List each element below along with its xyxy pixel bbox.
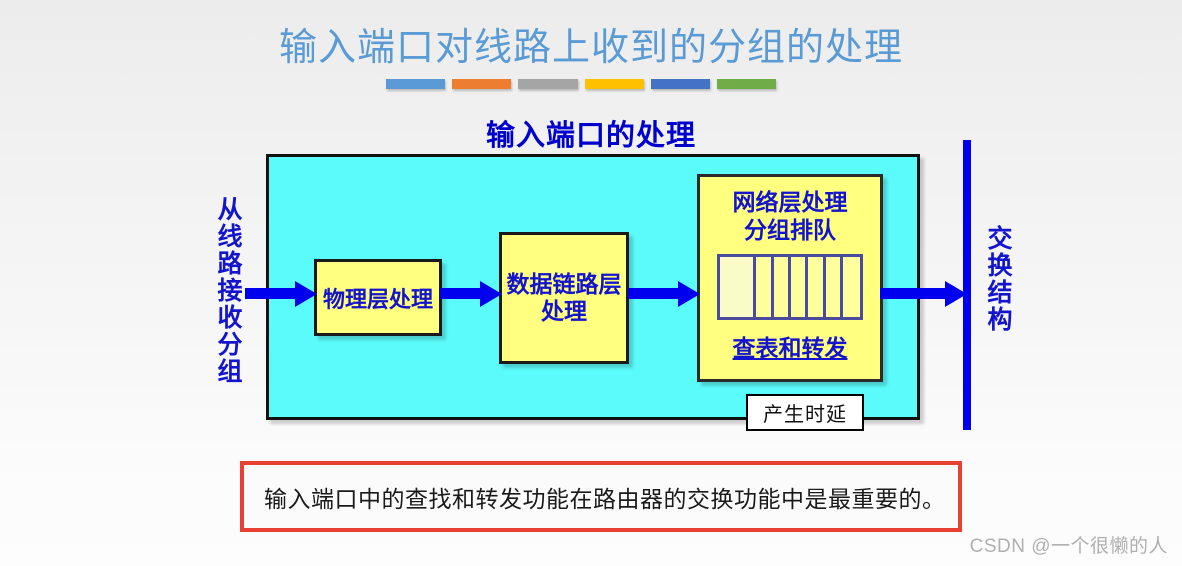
box-data-link-layer-label-line2: 处理 [541, 298, 587, 324]
vlabel-char: 接 [217, 277, 243, 305]
arrow-shaft [880, 288, 945, 299]
queue-cell [842, 257, 860, 318]
summary-text: 输入端口中的查找和转发功能在路由器的交换功能中是最重要的。 [264, 486, 946, 512]
accent-bar-blue-dark [650, 79, 710, 89]
box-physical-layer-label: 物理层处理 [322, 286, 433, 312]
switch-fabric-bar [963, 140, 971, 430]
arrow-line-to-physical [245, 280, 317, 307]
vlabel-char: 路 [217, 250, 243, 278]
summary-box: 输入端口中的查找和转发功能在路由器的交换功能中是最重要的。 [240, 461, 962, 532]
vlabel-char: 从 [217, 196, 243, 224]
accent-bar-gray [518, 79, 578, 89]
page-title: 输入端口对线路上收到的分组的处理 [278, 27, 903, 69]
box-data-link-layer-label-line1: 数据链路层 [506, 270, 622, 297]
diagram-heading: 输入端口的处理 [485, 120, 696, 152]
vlabel-char: 收 [217, 304, 243, 332]
box-network-layer-label-line2: 分组排队 [744, 216, 836, 243]
arrow-network-to-fabric [880, 280, 967, 307]
vlabel-char: 构 [987, 306, 1013, 334]
arrow-shaft [628, 288, 678, 299]
arrow-physical-to-datalink [440, 280, 502, 307]
accent-bar-orange [452, 79, 512, 89]
arrow-head-icon [295, 280, 317, 307]
queue-cell [808, 257, 826, 318]
title-accent-bars [386, 79, 777, 89]
accent-bar-yellow [584, 79, 644, 89]
arrow-head-icon [678, 280, 700, 307]
box-network-layer-footer: 查表和转发 [732, 335, 848, 362]
arrow-datalink-to-network [628, 280, 700, 307]
vlabel-char: 组 [217, 358, 243, 386]
vlabel-char: 结 [987, 279, 1013, 307]
box-data-link-layer[interactable]: 数据链路层 处理 [499, 232, 629, 364]
vlabel-char: 换 [987, 252, 1013, 280]
vlabel-char: 分 [217, 331, 243, 359]
delay-callout: 产生时延 [746, 394, 864, 431]
vlabel-char: 交 [987, 225, 1013, 253]
arrow-shaft [245, 288, 295, 299]
packet-queue [717, 254, 863, 321]
label-input-from-line: 从 线 路 接 收 分 组 [212, 197, 248, 386]
queue-cell [756, 257, 774, 318]
box-network-layer[interactable]: 网络层处理 分组排队 查表和转发 [697, 174, 883, 382]
arrow-shaft [440, 288, 480, 299]
box-network-layer-label-line1: 网络层处理 [732, 189, 848, 215]
box-physical-layer[interactable]: 物理层处理 [314, 259, 442, 336]
vlabel-char: 线 [217, 223, 243, 251]
queue-cell [825, 257, 843, 318]
csdn-watermark: CSDN @一个很懒的人 [969, 536, 1168, 557]
label-switch-fabric: 交 换 结 构 [982, 226, 1018, 334]
arrow-head-icon [480, 280, 502, 307]
arrow-head-icon [945, 280, 967, 307]
accent-bar-blue-light [386, 79, 446, 89]
queue-cell-empty [720, 257, 757, 318]
queue-cell [773, 257, 791, 318]
queue-cell [790, 257, 809, 318]
accent-bar-green [716, 79, 777, 89]
